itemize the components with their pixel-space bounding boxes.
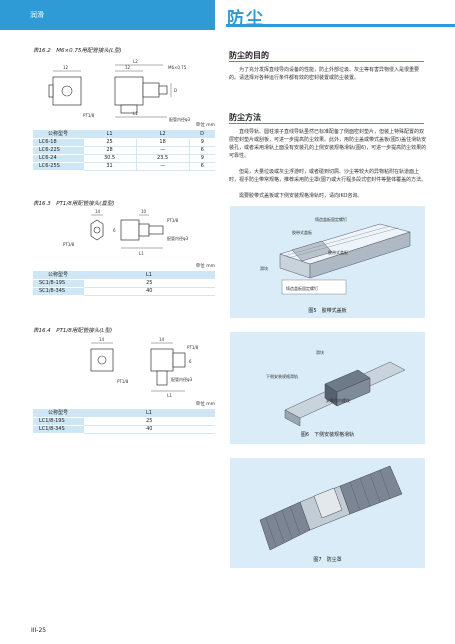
fig5-label-screw-top: 铸造盖板固定螺钉 bbox=[315, 216, 347, 222]
table-row: LC1/8-34S 40 bbox=[33, 425, 215, 434]
t2-h-model: 公称型号 bbox=[33, 271, 83, 280]
figure-7-drawing bbox=[259, 465, 403, 551]
figure-5-drawing: 铸造盖板固定螺钉 胶带式盖板 滑块 胶带式盖板 铸造盖板固定螺钉 bbox=[260, 216, 411, 295]
t1-h-l2: L2 bbox=[136, 130, 190, 139]
t3-thread-bottom: PT1/8 bbox=[117, 379, 129, 384]
t1-dim-12a: 12 bbox=[63, 65, 69, 70]
section-purpose-text: 为了充分发挥直线导向设备的性能，防止外部垃圾、灰尘等有害异物侵入是很重要的。请选… bbox=[229, 67, 420, 81]
t3-thread-top: PT1/8 bbox=[187, 345, 199, 350]
fig5-label-cover-b: 胶带式盖板 bbox=[328, 249, 348, 255]
table-row: SC1/8-34S 40 bbox=[33, 287, 215, 296]
section-name: 润滑 bbox=[30, 11, 44, 19]
figure-5-caption: 图5 胶带式盖板 bbox=[308, 308, 347, 314]
t1-h-d: D bbox=[189, 130, 215, 139]
t3-dim-6: 6 bbox=[189, 359, 192, 364]
table1-unit: 单位 mm bbox=[195, 123, 215, 128]
t2-dim-10: 10 bbox=[141, 209, 147, 214]
table-row: LC6-18 25 18 9 bbox=[33, 138, 215, 147]
t2-dim-6: 6 bbox=[113, 228, 116, 233]
t2-thread-bottom: PT1/8 bbox=[63, 242, 75, 247]
table-row: LC6-24 30.5 23.5 9 bbox=[33, 154, 215, 163]
table-row: SC1/8-19S 25 bbox=[33, 279, 215, 288]
table3-unit: 单位 mm bbox=[195, 402, 215, 407]
table1: 公称型号 L1 L2 D LC6-18 25 18 9 LC6-22S 28 —… bbox=[33, 130, 215, 171]
t2-dim-l1: L1 bbox=[139, 251, 144, 256]
section-method-title: 防尘方法 bbox=[229, 113, 261, 122]
table3: 公称型号 L1 LC1/8-19S 25 LC1/8-34S 40 bbox=[33, 409, 215, 434]
t1-bore: 配管内径φ3 bbox=[169, 116, 191, 122]
t3-dim-l1: L1 bbox=[167, 393, 172, 398]
figure-6: 滑块 下侧安装规格滑轨 安装用内螺纹 图6 下侧安装规格滑轨 bbox=[230, 332, 425, 444]
section-method-text-1: 直线导轨、圆柱滚子直线导轨虽然已标准配备了侧面密封垫片，但装上特殊配置的双层密封… bbox=[229, 129, 427, 159]
t1-dim-l2: L2 bbox=[133, 59, 138, 64]
t2-dim-14: 14 bbox=[95, 209, 101, 214]
t1-dim-d: D bbox=[174, 88, 177, 93]
fig5-label-cover-a: 胶带式盖板 bbox=[292, 229, 312, 235]
section-method-text-2: 但是，大量垃圾或灰尘浮游时，或者碰到切屑、沙尘等较大的异物粘附在轨道面上时，视乎… bbox=[229, 169, 427, 183]
table2: 公称型号 L1 SC1/8-19S 25 SC1/8-34S 40 bbox=[33, 271, 215, 296]
section-method-text-3: 需要胶带式盖板或下侧安装规格滑轨时，请向IKO咨询。 bbox=[239, 193, 363, 199]
table2-drawing: 14 10 PT1/8 6 PT1/8 L1 配管内径φ3 bbox=[63, 209, 189, 256]
t1-h-l1: L1 bbox=[83, 130, 137, 139]
table1-drawing: 12 12 M6×0.75 D PT1/8 L1 L2 配管内径φ3 bbox=[48, 59, 191, 122]
fig6-label-rail: 下侧安装规格滑轨 bbox=[266, 373, 298, 379]
fig5-label-screw-bottom: 铸造盖板固定螺钉 bbox=[286, 285, 318, 291]
figure-7: 图7 防尘罩 bbox=[230, 458, 425, 568]
fig6-label-carriage: 滑块 bbox=[316, 349, 324, 355]
t1-h-model: 公称型号 bbox=[33, 130, 83, 139]
t1-thread: M6×0.75 bbox=[168, 65, 187, 70]
t1-dim-l1: L1 bbox=[133, 111, 138, 116]
t3-bore: 配管内径φ3 bbox=[171, 376, 193, 382]
table2-caption: 表16.3 PT1/8用配管接头(直型) bbox=[33, 201, 115, 207]
table-row: LC6-22S 28 — 6 bbox=[33, 146, 215, 155]
t1-dim-12b: 12 bbox=[125, 65, 131, 70]
figure-7-caption: 图7 防尘罩 bbox=[313, 557, 342, 563]
table-row: LC1/8-19S 25 bbox=[33, 417, 215, 426]
t3-dim-14a: 14 bbox=[99, 337, 105, 342]
table3-caption: 表16.4 PT1/8用配管接头(L型) bbox=[33, 328, 113, 334]
section-method-rule bbox=[229, 123, 424, 124]
t2-h-l1: L1 bbox=[83, 271, 215, 280]
section-purpose-rule bbox=[229, 61, 424, 62]
fig6-label-thread: 安装用内螺纹 bbox=[326, 397, 350, 403]
section-header-bar: 润滑 bbox=[0, 0, 215, 30]
table-row: LC6-25S 31 — 6 bbox=[33, 162, 215, 171]
table1-caption: 表16.2 M6×0.75用配管接头(L型) bbox=[33, 48, 122, 54]
figure-5: 铸造盖板固定螺钉 胶带式盖板 滑块 胶带式盖板 铸造盖板固定螺钉 图5 胶带式盖… bbox=[230, 206, 425, 318]
table2-unit: 单位 mm bbox=[195, 264, 215, 269]
t3-h-l1: L1 bbox=[83, 409, 215, 418]
page-number: III-25 bbox=[31, 627, 47, 634]
t3-dim-14b: 14 bbox=[159, 337, 165, 342]
t2-bore: 配管内径φ3 bbox=[167, 235, 189, 241]
t1-thread-pt: PT1/8 bbox=[83, 113, 95, 118]
section-purpose-title: 防尘的目的 bbox=[229, 51, 269, 60]
figure-6-caption: 图6 下侧安装规格滑轨 bbox=[300, 432, 355, 438]
t3-h-model: 公称型号 bbox=[33, 409, 83, 418]
fig5-label-carriage: 滑块 bbox=[260, 265, 268, 271]
figure-6-drawing: 滑块 下侧安装规格滑轨 安装用内螺纹 bbox=[266, 349, 406, 427]
table3-drawing: 14 14 PT1/8 6 PT1/8 L1 配管内径φ3 bbox=[90, 337, 199, 398]
t2-thread-top: PT1/8 bbox=[167, 218, 179, 223]
title-underline bbox=[226, 24, 455, 27]
